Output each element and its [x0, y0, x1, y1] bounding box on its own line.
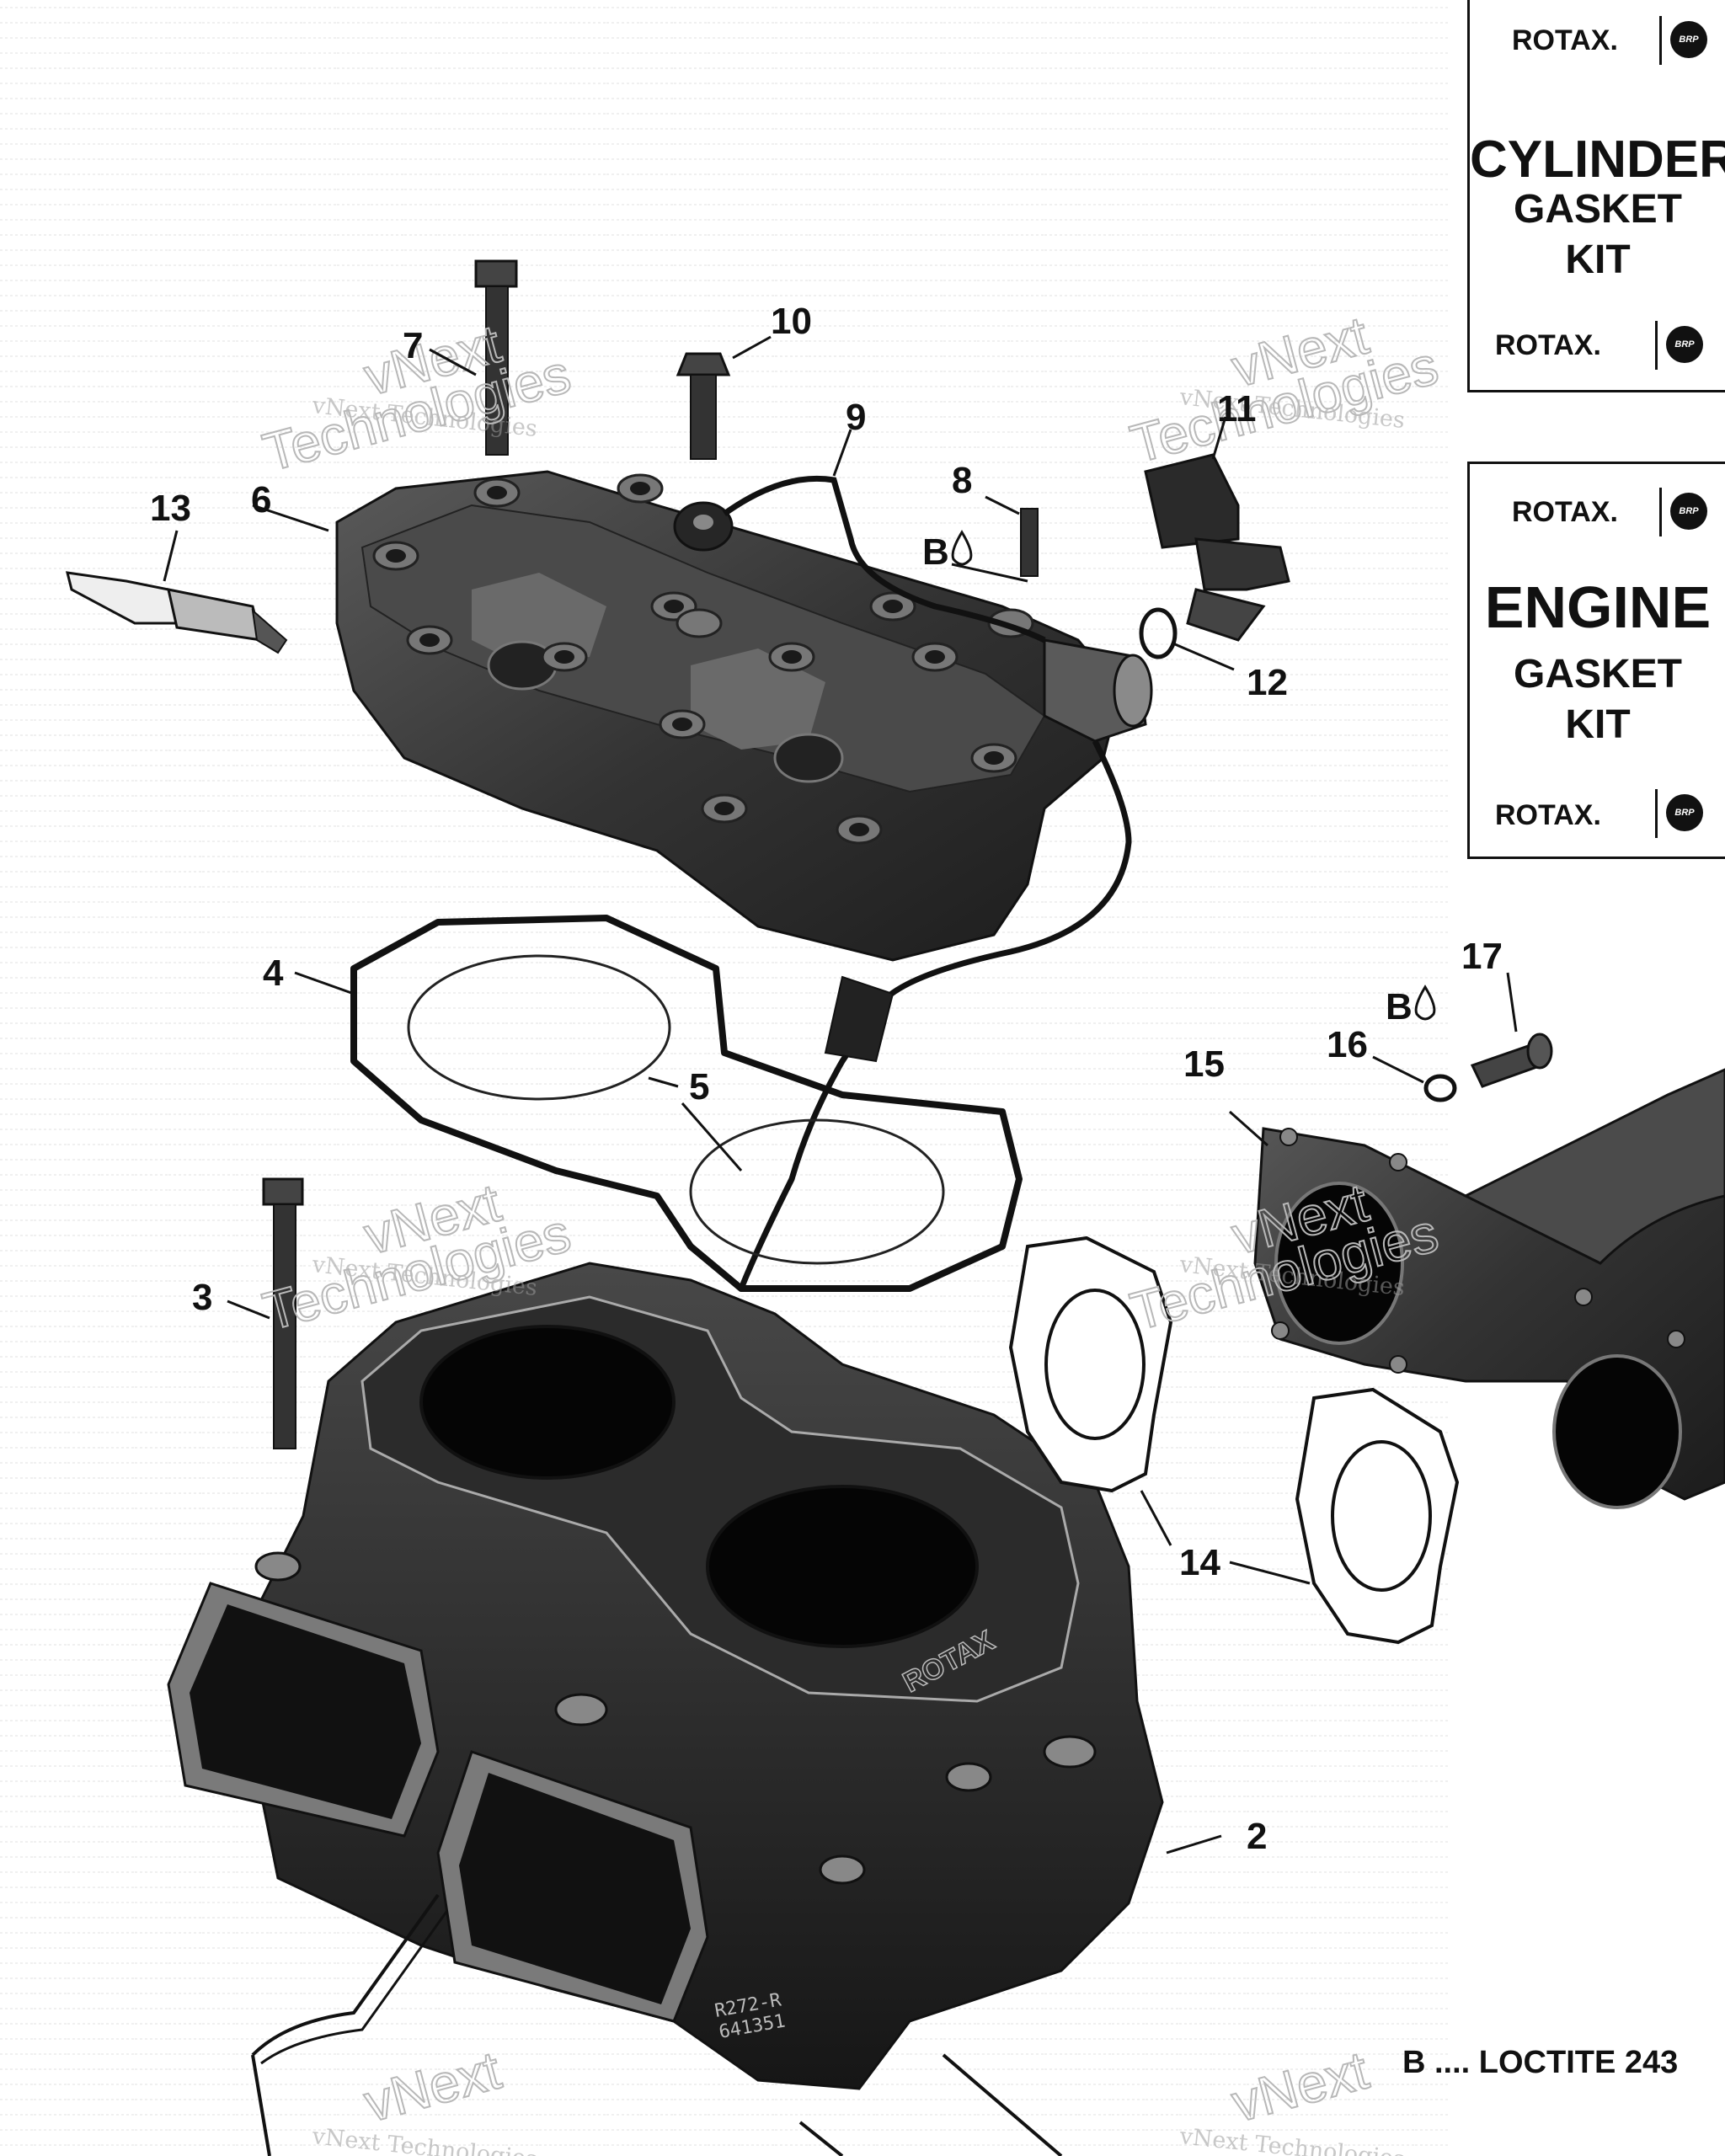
loctite-mark-b: B: [1386, 986, 1413, 1027]
callout-6: 6: [251, 479, 271, 520]
brp-icon: BRP: [1666, 794, 1703, 831]
callout-8: 8: [952, 460, 972, 501]
brp-icon: BRP: [1670, 21, 1707, 58]
brp-badge: BRP: [1659, 488, 1711, 536]
callout-3: 3: [192, 1277, 212, 1318]
cylinder-stud: [262, 1177, 304, 1449]
loctite-mark-b: B: [922, 531, 949, 573]
kit-title-line2: GASKET: [1513, 652, 1682, 696]
manifold-washer: [1423, 1074, 1457, 1102]
o-ring-2: [689, 1118, 945, 1265]
brp-badge: BRP: [1659, 16, 1711, 65]
callout-2: 2: [1247, 1816, 1267, 1857]
callout-15: 15: [1183, 1043, 1225, 1085]
callout-4: 4: [263, 953, 284, 994]
brp-badge: BRP: [1655, 321, 1706, 370]
stud: [1020, 508, 1039, 577]
callout-11: 11: [1217, 388, 1257, 430]
rotax-logo: ROTAX.: [1495, 329, 1601, 361]
callout-5: 5: [689, 1066, 709, 1107]
cylinder-head: [335, 470, 1153, 962]
base-gasket: [251, 1893, 1063, 2156]
spark-plug: [66, 571, 288, 654]
callout-numbers: 2 3 4 5 6 7 8 9 10 11 12 13 14 15 16 17 …: [150, 301, 1503, 1857]
callout-17: 17: [1461, 936, 1503, 977]
head-gasket: [350, 915, 1023, 1292]
cylinder-block: ROTAX R272-R 641351: [167, 1262, 1164, 2090]
manifold-screw: [1470, 1033, 1553, 1088]
callout-7: 7: [403, 325, 423, 366]
watermarks: vNext Technologies vNext Technologies vN…: [256, 304, 1445, 2156]
kit-title-line1: CYLINDER: [1470, 131, 1725, 189]
sealing-washer: [1139, 607, 1178, 659]
brp-badge: BRP: [1655, 789, 1706, 838]
o-ring-1: [407, 954, 671, 1101]
head-bolt-short: [676, 352, 731, 460]
callout-16: 16: [1327, 1024, 1368, 1065]
brp-icon: BRP: [1670, 493, 1707, 530]
exhaust-gasket-1: [1008, 1235, 1173, 1493]
kit-title-line1: ENGINE: [1484, 574, 1712, 640]
loctite-legend: B .... LOCTITE 243: [1402, 2045, 1679, 2080]
rotax-logo: ROTAX.: [1512, 496, 1618, 528]
head-bolt-long: [474, 259, 518, 456]
exhaust-manifold: [1253, 1068, 1725, 1509]
callout-14: 14: [1179, 1542, 1220, 1583]
drop-icon: [951, 530, 973, 566]
callout-10: 10: [771, 301, 812, 342]
leader-lines: [163, 335, 1518, 1854]
kit-title-line2: GASKET: [1513, 187, 1682, 232]
callout-13: 13: [150, 488, 191, 529]
kit-title-line3: KIT: [1565, 702, 1631, 747]
rotax-logo: ROTAX.: [1512, 24, 1618, 56]
exhaust-gasket-2: [1295, 1387, 1460, 1645]
rotax-logo: ROTAX.: [1495, 799, 1601, 831]
callout-9: 9: [846, 397, 866, 438]
kit-title-line3: KIT: [1565, 237, 1631, 282]
brp-icon: BRP: [1666, 326, 1703, 363]
temperature-sensor: [1144, 453, 1290, 642]
drop-icon: [1414, 985, 1436, 1021]
sensor-wire: [722, 475, 1132, 1290]
callout-12: 12: [1247, 662, 1288, 703]
engine-gasket-kit-panel: ROTAX. BRP ENGINE GASKET KIT ROTAX. BRP: [1467, 462, 1725, 859]
cylinder-gasket-kit-panel: ROTAX. BRP CYLINDER GASKET KIT ROTAX. BR…: [1467, 0, 1725, 392]
